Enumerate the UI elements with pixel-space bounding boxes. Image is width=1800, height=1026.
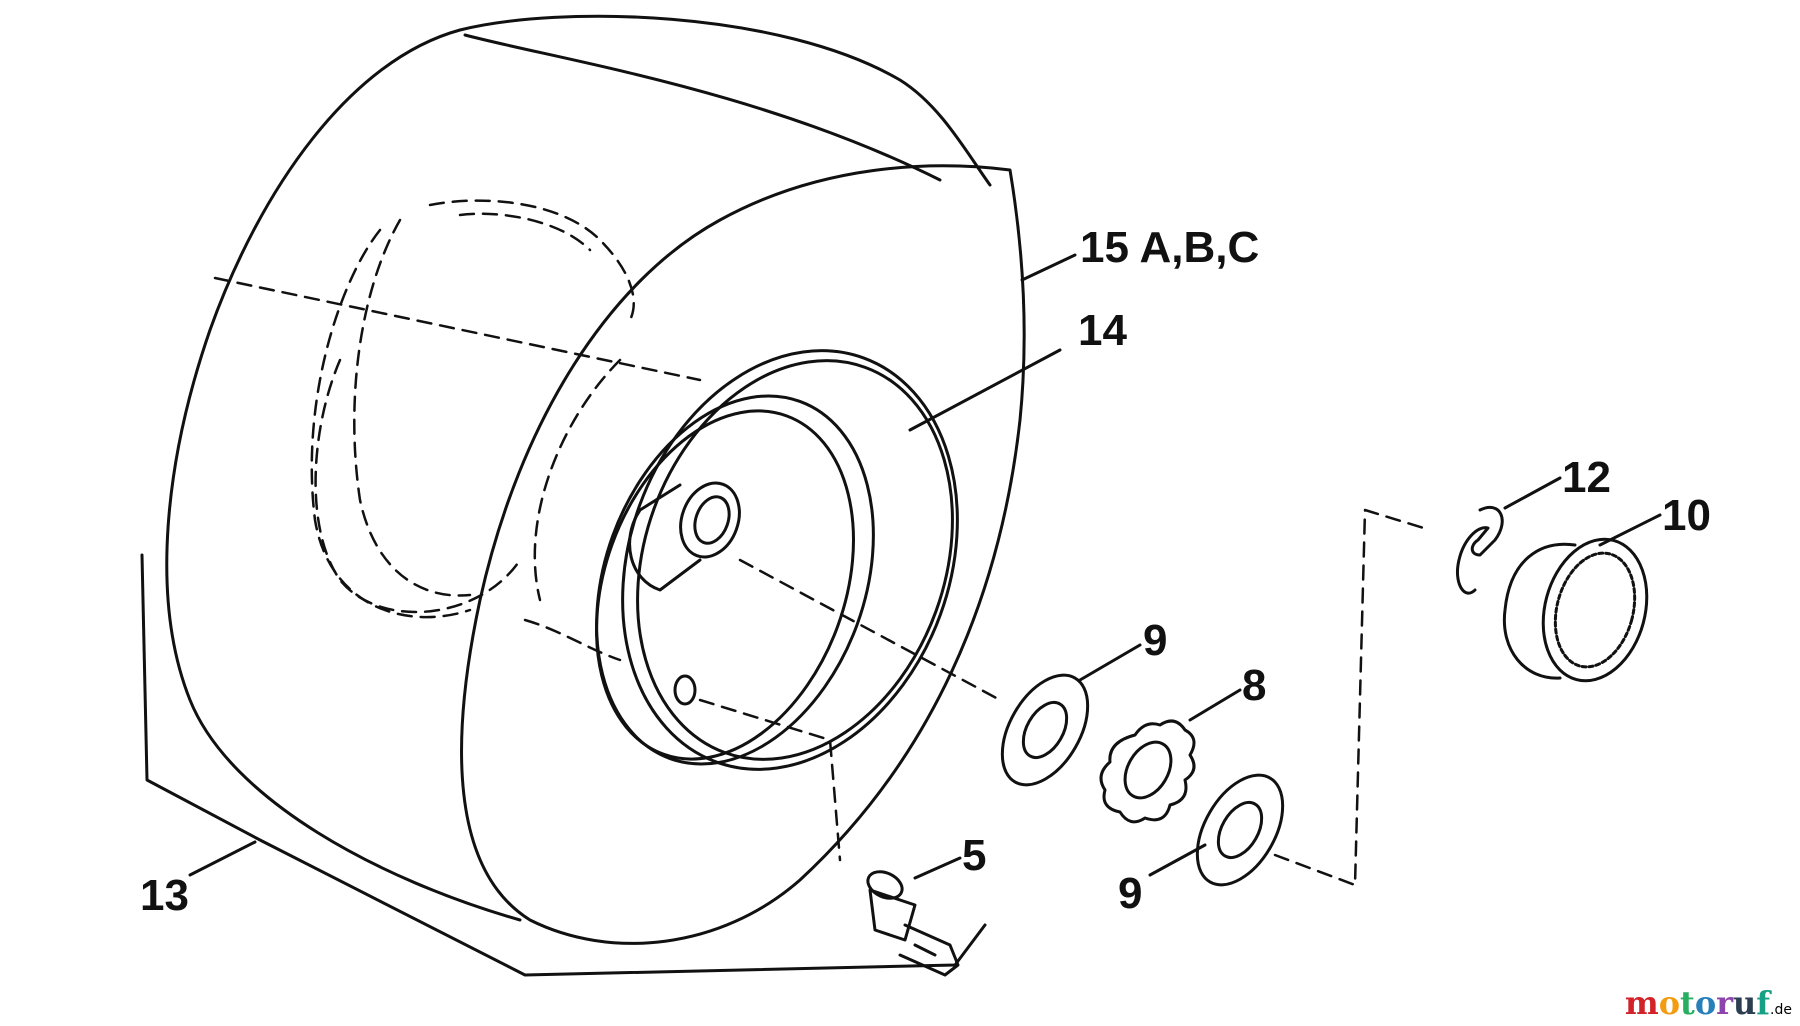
leader-9-top <box>1078 643 1142 682</box>
rear-rim-dashed-2 <box>310 228 472 619</box>
hub-to-washer-line <box>738 558 1002 702</box>
valve-stem-part <box>866 870 960 977</box>
callout-12: 12 <box>1562 453 1611 502</box>
tire-front-face <box>460 164 1026 945</box>
tire-outer-outline <box>165 14 992 922</box>
leader-12 <box>1503 476 1562 510</box>
leader-15 <box>1020 253 1077 282</box>
callout-15: 15 A,B,C <box>1080 223 1259 272</box>
bearing-10 <box>1502 537 1649 683</box>
watermark-letter: u <box>1733 984 1757 1022</box>
callout-8: 8 <box>1242 661 1266 710</box>
rim-face <box>595 394 875 766</box>
hub-body <box>628 483 702 592</box>
bottom-axis-dash <box>523 618 622 662</box>
valve-hole <box>673 674 697 706</box>
leader-14 <box>908 348 1062 432</box>
inner-rim-dashed <box>533 358 622 602</box>
rear-rim-dashed-4 <box>458 212 592 252</box>
watermark-letter: o <box>1658 984 1681 1022</box>
hub-bore-outer <box>679 481 741 559</box>
tire-top-edge <box>463 33 942 182</box>
callout-13: 13 <box>140 871 189 920</box>
leader-8 <box>1188 688 1242 722</box>
rear-rim-dashed-1 <box>314 358 522 614</box>
e-clip-12 <box>1455 505 1504 595</box>
watermark-letter: t <box>1680 984 1695 1022</box>
leader-13 <box>188 840 257 877</box>
rear-rim-dashed-3 <box>428 199 635 322</box>
leader-10 <box>1598 513 1662 547</box>
washer-to-bearing-dash <box>1273 508 1432 887</box>
watermark-text: motoruf <box>1625 984 1770 1022</box>
star-washer-8 <box>1099 719 1196 824</box>
watermark-letter: f <box>1756 984 1771 1022</box>
hub-bore-inner <box>693 495 731 545</box>
callout-9-top: 9 <box>1143 616 1167 665</box>
watermark-tld: .de <box>1770 1002 1792 1018</box>
leader-5 <box>913 856 962 880</box>
watermark-letter: o <box>1694 984 1717 1022</box>
watermark-letter: r <box>1716 984 1734 1022</box>
rim-lip <box>595 409 855 761</box>
rim-inner-ring <box>636 359 954 761</box>
washer-9-bottom <box>1195 773 1285 887</box>
bracket-13 <box>140 553 987 977</box>
watermark-logo: motoruf.de <box>1625 984 1792 1022</box>
washer-9-top <box>1000 673 1090 787</box>
axis-line-left <box>213 276 702 382</box>
callout-14: 14 <box>1078 306 1127 355</box>
watermark-letter: m <box>1624 984 1659 1022</box>
valve-leader-dash <box>698 698 842 862</box>
rear-rim-dashed-5 <box>353 218 472 597</box>
leader-9-bottom <box>1148 843 1207 877</box>
callout-9-bottom: 9 <box>1118 869 1142 918</box>
callout-5: 5 <box>962 831 986 880</box>
callout-10: 10 <box>1662 491 1711 540</box>
